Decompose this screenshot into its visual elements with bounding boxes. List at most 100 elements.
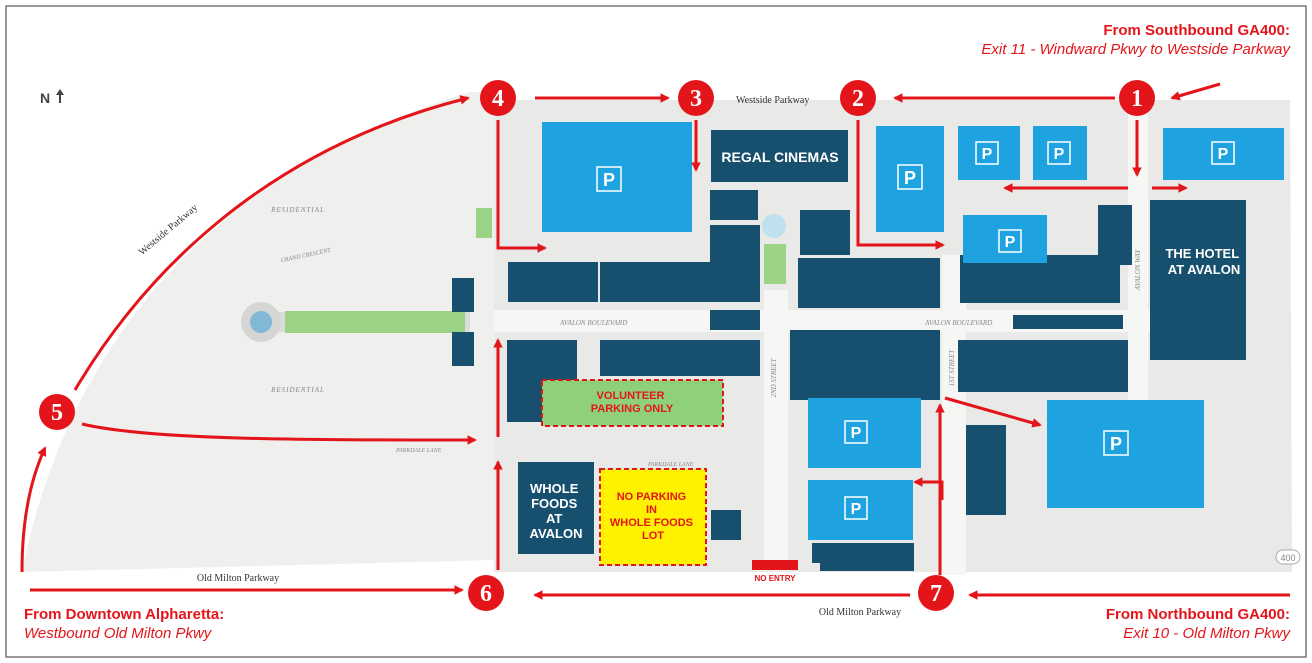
parking-symbol-box (975, 141, 999, 165)
whole-foods-line: FOODS (531, 496, 578, 511)
whole-foods-line: AVALON (530, 526, 583, 541)
route-marker (918, 575, 954, 611)
route-marker-number: 2 (852, 86, 864, 112)
north-label: N (40, 90, 50, 106)
route-arrow (20, 446, 47, 573)
whole-foods-line: AT (546, 511, 562, 526)
route-arrow (944, 396, 1042, 428)
retail-building (711, 510, 741, 540)
retail-building (711, 130, 848, 182)
volunteer-line: PARKING ONLY (591, 403, 674, 415)
route-marker-number: 7 (930, 581, 942, 607)
retail-building (820, 543, 914, 571)
volunteer-line: VOLUNTEER (597, 390, 665, 402)
parkdale-lane-label: PARKDALE LANE (647, 462, 694, 468)
directions-northbound-detail: Exit 10 - Old Milton Pkwy (1123, 624, 1290, 642)
no-parking-area (599, 468, 707, 566)
retail-building (600, 340, 760, 376)
retail-building (798, 258, 940, 308)
retail-building (710, 310, 760, 330)
route-arrow (81, 422, 477, 445)
old-milton-parkway-label: Old Milton Parkway (819, 607, 901, 618)
parking-symbol: P (603, 170, 615, 190)
route-marker (468, 575, 504, 611)
regal-cinemas-label: REGAL CINEMAS (721, 149, 838, 165)
route-marker-number: 1 (1131, 86, 1143, 112)
residential-label: RESIDENTIAL (270, 206, 325, 214)
avalon-boulevard-label: AVALON BOULEVARD (924, 319, 992, 327)
no-entry-sign (752, 560, 798, 570)
volunteer-parking-area (541, 379, 724, 427)
fountain-circle-inner (250, 311, 272, 333)
hotel-line-2: AT AVALON (1168, 262, 1240, 277)
directions-downtown-detail: Westbound Old Milton Pkwy (24, 624, 212, 642)
retail-building (710, 190, 758, 220)
first-street-label: 1ST STREET (948, 349, 956, 387)
route-marker (39, 394, 75, 430)
parking-deck (808, 398, 921, 468)
retail-building (800, 210, 850, 255)
route-arrow (913, 477, 944, 500)
parkdale-lane-label: PARKDALE LANE (395, 448, 442, 454)
plaza-fountain (762, 214, 786, 238)
retail-building (452, 278, 474, 312)
green-lawn-north (476, 208, 492, 238)
parking-symbol: P (982, 146, 993, 163)
second-street-label: 2ND STREET (770, 357, 778, 397)
parking-symbol: P (1218, 146, 1229, 163)
route-marker-number: 5 (51, 400, 63, 426)
parking-deck (958, 126, 1020, 180)
parking-symbol: P (851, 425, 862, 442)
parking-symbol-box (897, 164, 923, 190)
highway-400-shield (1275, 549, 1301, 565)
no-parking-line: WHOLE FOODS (610, 517, 693, 529)
parking-deck (1033, 126, 1087, 180)
parking-symbol: P (904, 168, 916, 188)
parking-symbol: P (1005, 234, 1016, 251)
retail-building (958, 340, 1128, 392)
retail-building (452, 332, 474, 366)
route-arrow (496, 120, 547, 253)
avalon-boulevard-label: AVALON BOULEVARD (559, 319, 627, 327)
directions-northbound-heading: From Northbound GA400: (1105, 606, 1290, 623)
route-marker (480, 80, 516, 116)
retail-building (508, 262, 598, 302)
old-milton-parkway-label: Old Milton Parkway (197, 573, 279, 584)
directions-southbound-heading: From Southbound GA400: (1103, 22, 1290, 39)
volunteer-parking-label: VOLUNTEER PARKING ONLY (591, 390, 674, 415)
second-street (764, 290, 788, 570)
route-marker (840, 80, 876, 116)
parking-deck (542, 122, 692, 232)
parking-symbol-box (844, 420, 868, 444)
parking-symbol: P (1054, 146, 1065, 163)
whole-foods-line: WHOLE (530, 481, 579, 496)
route-marker-number: 4 (492, 86, 504, 112)
directions-northbound: From Northbound GA400: Exit 10 - Old Mil… (1106, 606, 1290, 644)
retail-building (966, 425, 1006, 515)
parking-symbol-box (1211, 141, 1235, 165)
retail-building (600, 262, 760, 302)
route-arrow (73, 95, 470, 391)
no-parking-label: NO PARKING IN WHOLE FOODS LOT (610, 491, 696, 542)
parking-deck (876, 126, 944, 232)
retail-buildings (452, 130, 1246, 571)
parking-deck (963, 215, 1047, 263)
retail-building (1098, 205, 1132, 265)
no-parking-line: LOT (642, 530, 664, 542)
retail-building (1013, 315, 1123, 329)
retail-building (812, 543, 826, 563)
hotel-label: THE HOTEL AT AVALON (1165, 246, 1242, 277)
parking-symbol: P (851, 501, 862, 518)
route-marker (1119, 80, 1155, 116)
parking-symbol-box (844, 496, 868, 520)
route-marker (678, 80, 714, 116)
parking-deck (1047, 400, 1204, 508)
avalon-way-label: AVALON WAY (1134, 249, 1142, 292)
hotel-line-1: THE HOTEL (1165, 246, 1239, 261)
no-parking-line: NO PARKING (617, 491, 686, 503)
route-marker-number: 3 (690, 86, 702, 112)
avalon-way-street (1128, 110, 1148, 470)
route-arrows (20, 82, 1290, 600)
directions-downtown: From Downtown Alpharetta: Westbound Old … (24, 606, 224, 644)
